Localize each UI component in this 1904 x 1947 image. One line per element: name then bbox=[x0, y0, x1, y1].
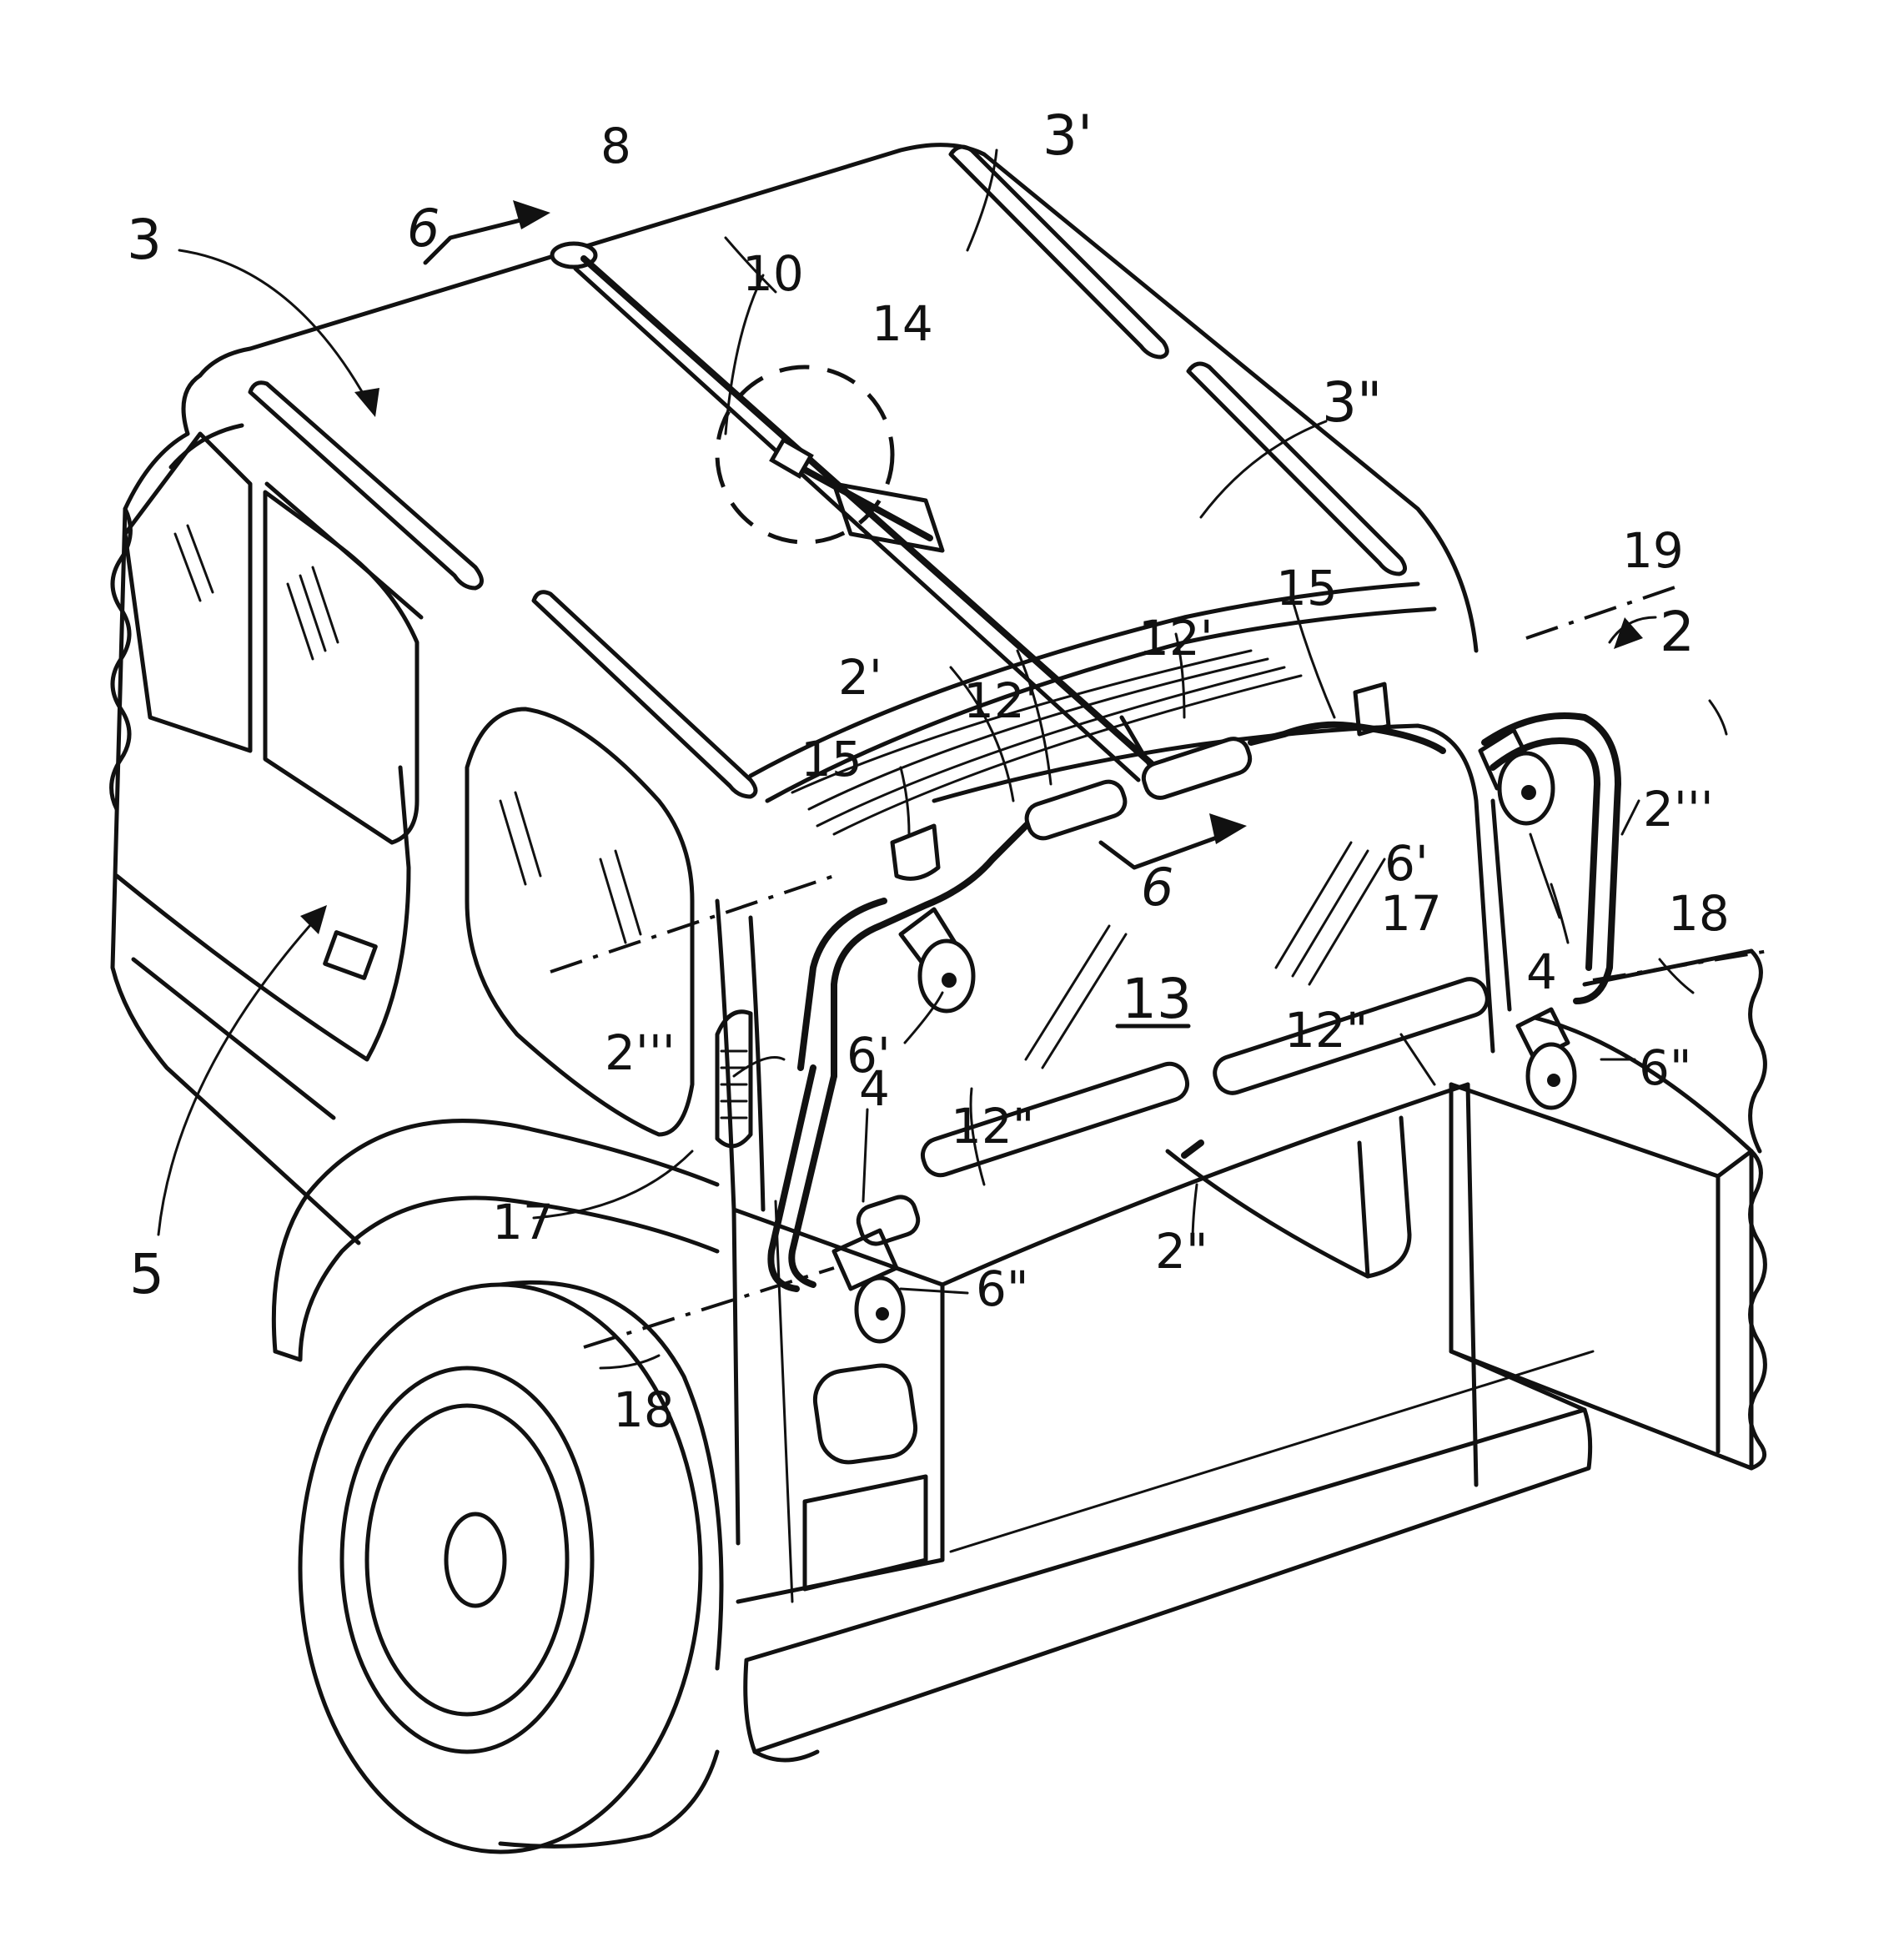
label-6-top: 6 bbox=[407, 198, 440, 259]
label-12-prime-right: 12' bbox=[1138, 610, 1213, 667]
label-2: 2 bbox=[1660, 600, 1695, 664]
label-3: 3 bbox=[127, 208, 162, 272]
label-15-left: 15 bbox=[801, 731, 862, 787]
label-17-left: 17 bbox=[492, 1194, 554, 1250]
label-6-mid: 6 bbox=[1141, 857, 1173, 918]
label-12-prime-left: 12' bbox=[963, 672, 1038, 729]
caster-6pp-left bbox=[834, 1230, 903, 1341]
label-5: 5 bbox=[129, 1242, 164, 1306]
label-17-right: 17 bbox=[1380, 885, 1442, 942]
leader-lines bbox=[158, 150, 1726, 1368]
label-18-left: 18 bbox=[613, 1381, 675, 1438]
label-10: 10 bbox=[742, 245, 804, 302]
label-13: 13 bbox=[1122, 967, 1192, 1031]
label-6-double-prime-left: 6" bbox=[976, 1260, 1029, 1317]
label-2-triple-prime-right: 2''' bbox=[1643, 781, 1714, 838]
label-3-double-prime: 3" bbox=[1322, 370, 1382, 435]
label-6-double-prime-right: 6" bbox=[1639, 1039, 1692, 1096]
label-15-right: 15 bbox=[1276, 560, 1338, 616]
label-12-double-prime-right: 12" bbox=[1284, 1002, 1368, 1059]
label-4-left: 4 bbox=[859, 1060, 890, 1117]
label-14: 14 bbox=[872, 295, 933, 352]
label-18-right: 18 bbox=[1668, 885, 1730, 942]
label-4-right: 4 bbox=[1526, 943, 1557, 1000]
label-12-double-prime-left: 12" bbox=[951, 1098, 1034, 1155]
caster-6p-left bbox=[901, 909, 973, 1011]
label-19: 19 bbox=[1622, 522, 1684, 579]
caster-6pp-right bbox=[1518, 1009, 1575, 1108]
label-2-prime: 2' bbox=[838, 649, 882, 706]
label-2-triple-prime-left: 2''' bbox=[605, 1024, 676, 1081]
label-3-prime: 3' bbox=[1042, 103, 1093, 168]
label-6-prime-right: 6' bbox=[1384, 835, 1429, 892]
label-8: 8 bbox=[600, 118, 631, 174]
label-2-double-prime: 2" bbox=[1155, 1223, 1208, 1280]
